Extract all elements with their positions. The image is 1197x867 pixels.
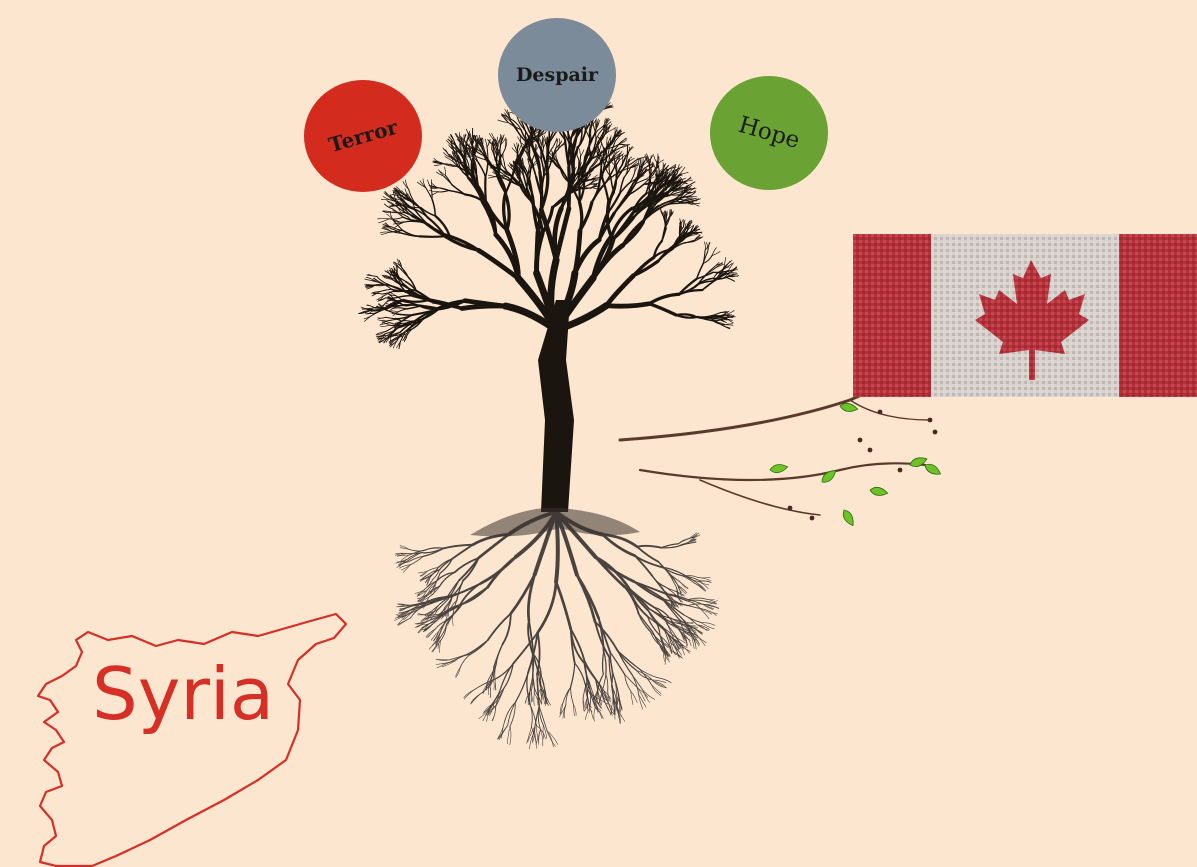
despair-label: Despair xyxy=(516,64,598,86)
leaf-icon xyxy=(769,463,788,474)
tree-trunk xyxy=(538,300,574,512)
terror-circle: Terror xyxy=(304,80,422,192)
leaf-icon xyxy=(869,486,888,497)
syria-label: Syria xyxy=(92,658,274,730)
hope-circle: Hope xyxy=(710,76,828,190)
terror-label: Terror xyxy=(326,115,400,157)
canada-flag-mosaic xyxy=(853,234,1197,397)
despair-circle: Despair xyxy=(498,18,616,132)
root-mound xyxy=(470,508,640,537)
leaf-icon xyxy=(923,462,943,478)
tree-roots xyxy=(395,512,719,749)
leaf-icon xyxy=(841,508,857,528)
hope-label: Hope xyxy=(735,112,802,154)
